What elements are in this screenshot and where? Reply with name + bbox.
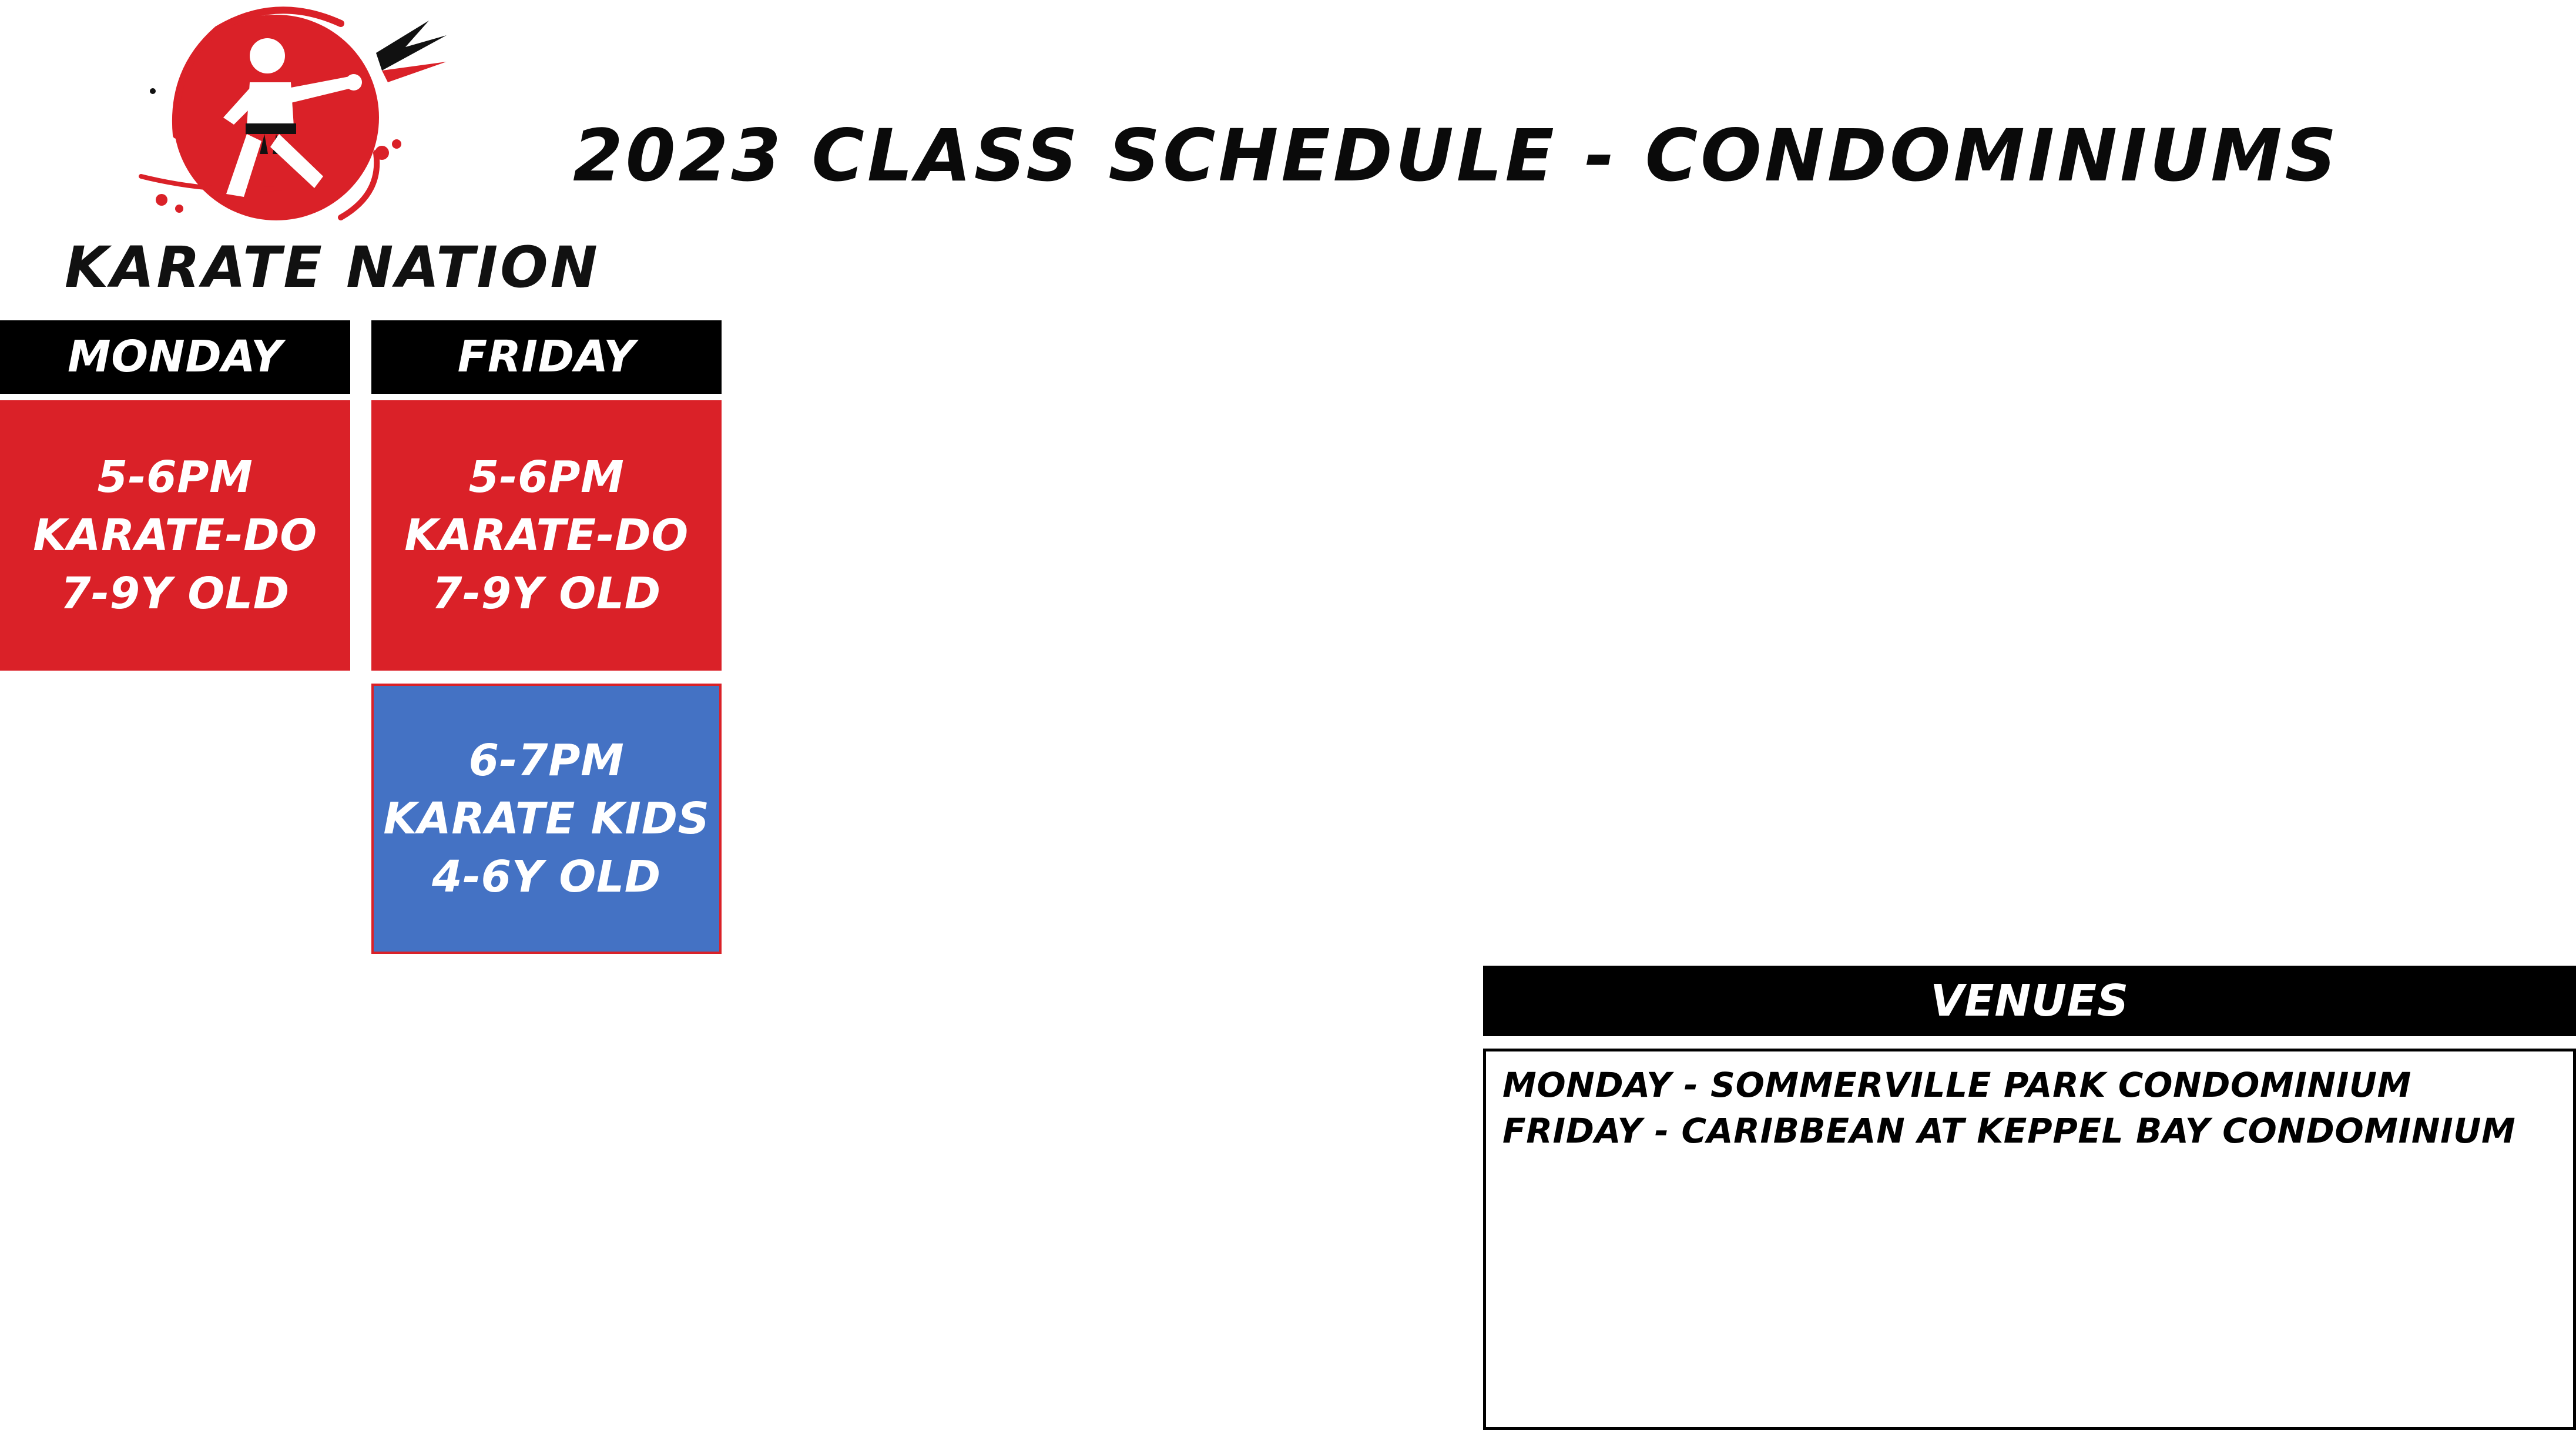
slot-time: 5-6PM <box>468 451 625 503</box>
brand-name: KARATE NATION <box>65 235 600 300</box>
slot-age: 7-9Y OLD <box>61 568 290 619</box>
slot-class: KARATE KIDS <box>383 793 710 844</box>
venue-monday: MONDAY - SOMMERVILLE PARK CONDOMINIUM <box>1502 1065 2412 1105</box>
slot-age: 4-6Y OLD <box>432 851 661 902</box>
slot-class: KARATE-DO <box>404 510 689 561</box>
karate-nation-logo <box>139 6 447 220</box>
slot-time: 5-6PM <box>97 451 253 503</box>
monday-class-slot-1: 5-6PM KARATE-DO 7-9Y OLD <box>0 400 350 671</box>
slot-class: KARATE-DO <box>33 510 317 561</box>
venues-header: VENUES <box>1483 966 2576 1036</box>
friday-header: FRIDAY <box>371 320 722 394</box>
slot-time: 6-7PM <box>468 735 625 786</box>
friday-class-slot-2: 6-7PM KARATE KIDS 4-6Y OLD <box>371 684 722 954</box>
monday-header: MONDAY <box>0 320 350 394</box>
friday-class-slot-1: 5-6PM KARATE-DO 7-9Y OLD <box>371 400 722 671</box>
monday-column: MONDAY 5-6PM KARATE-DO 7-9Y OLD <box>0 320 350 671</box>
venue-friday: FRIDAY - CARIBBEAN AT KEPPEL BAY CONDOMI… <box>1502 1111 2516 1151</box>
venues-list: MONDAY - SOMMERVILLE PARK CONDOMINIUM FR… <box>1483 1049 2576 1430</box>
friday-column: FRIDAY 5-6PM KARATE-DO 7-9Y OLD 6-7PM KA… <box>371 320 722 954</box>
slot-age: 7-9Y OLD <box>432 568 661 619</box>
page-title: 2023 CLASS SCHEDULE - CONDOMINIUMS <box>573 114 2340 197</box>
venues-panel: VENUES MONDAY - SOMMERVILLE PARK CONDOMI… <box>1483 966 2576 1430</box>
